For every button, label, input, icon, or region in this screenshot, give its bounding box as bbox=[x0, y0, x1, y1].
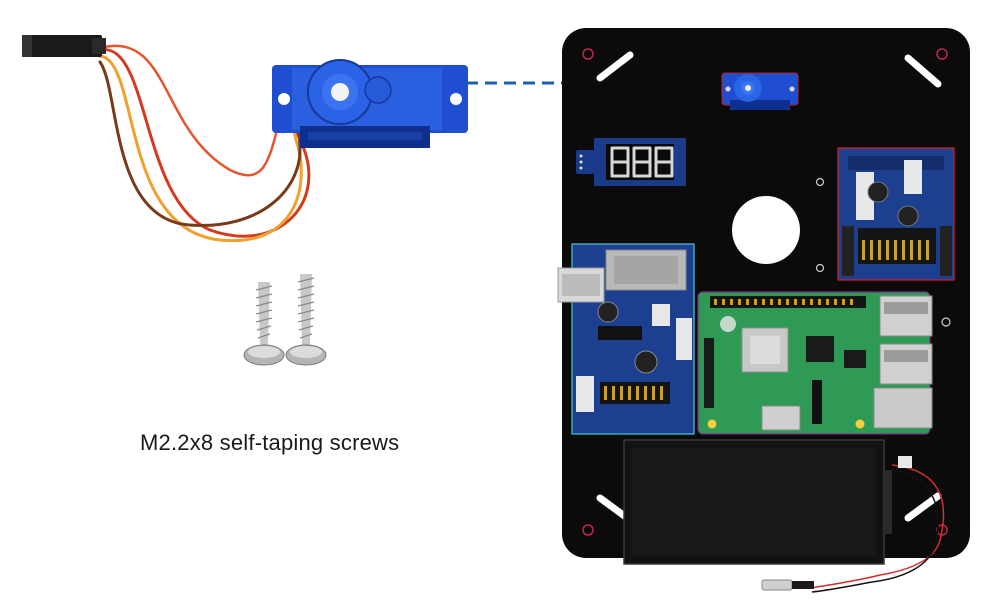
cable-hole bbox=[732, 196, 800, 264]
screw-icon bbox=[285, 274, 327, 366]
screws-caption: M2.2x8 self-taping screws bbox=[140, 430, 400, 455]
segment-display-icon bbox=[576, 138, 686, 186]
servo-assembly bbox=[22, 35, 468, 243]
servo-motor-icon bbox=[272, 59, 468, 148]
expansion-board bbox=[557, 243, 695, 435]
raspberry-pi-board-icon bbox=[697, 291, 933, 435]
servo-motor-icon bbox=[721, 72, 799, 110]
servo-connector bbox=[22, 35, 106, 57]
battery-box-icon bbox=[623, 439, 945, 593]
motor-driver-board bbox=[837, 147, 955, 281]
screw-icon bbox=[243, 282, 285, 366]
